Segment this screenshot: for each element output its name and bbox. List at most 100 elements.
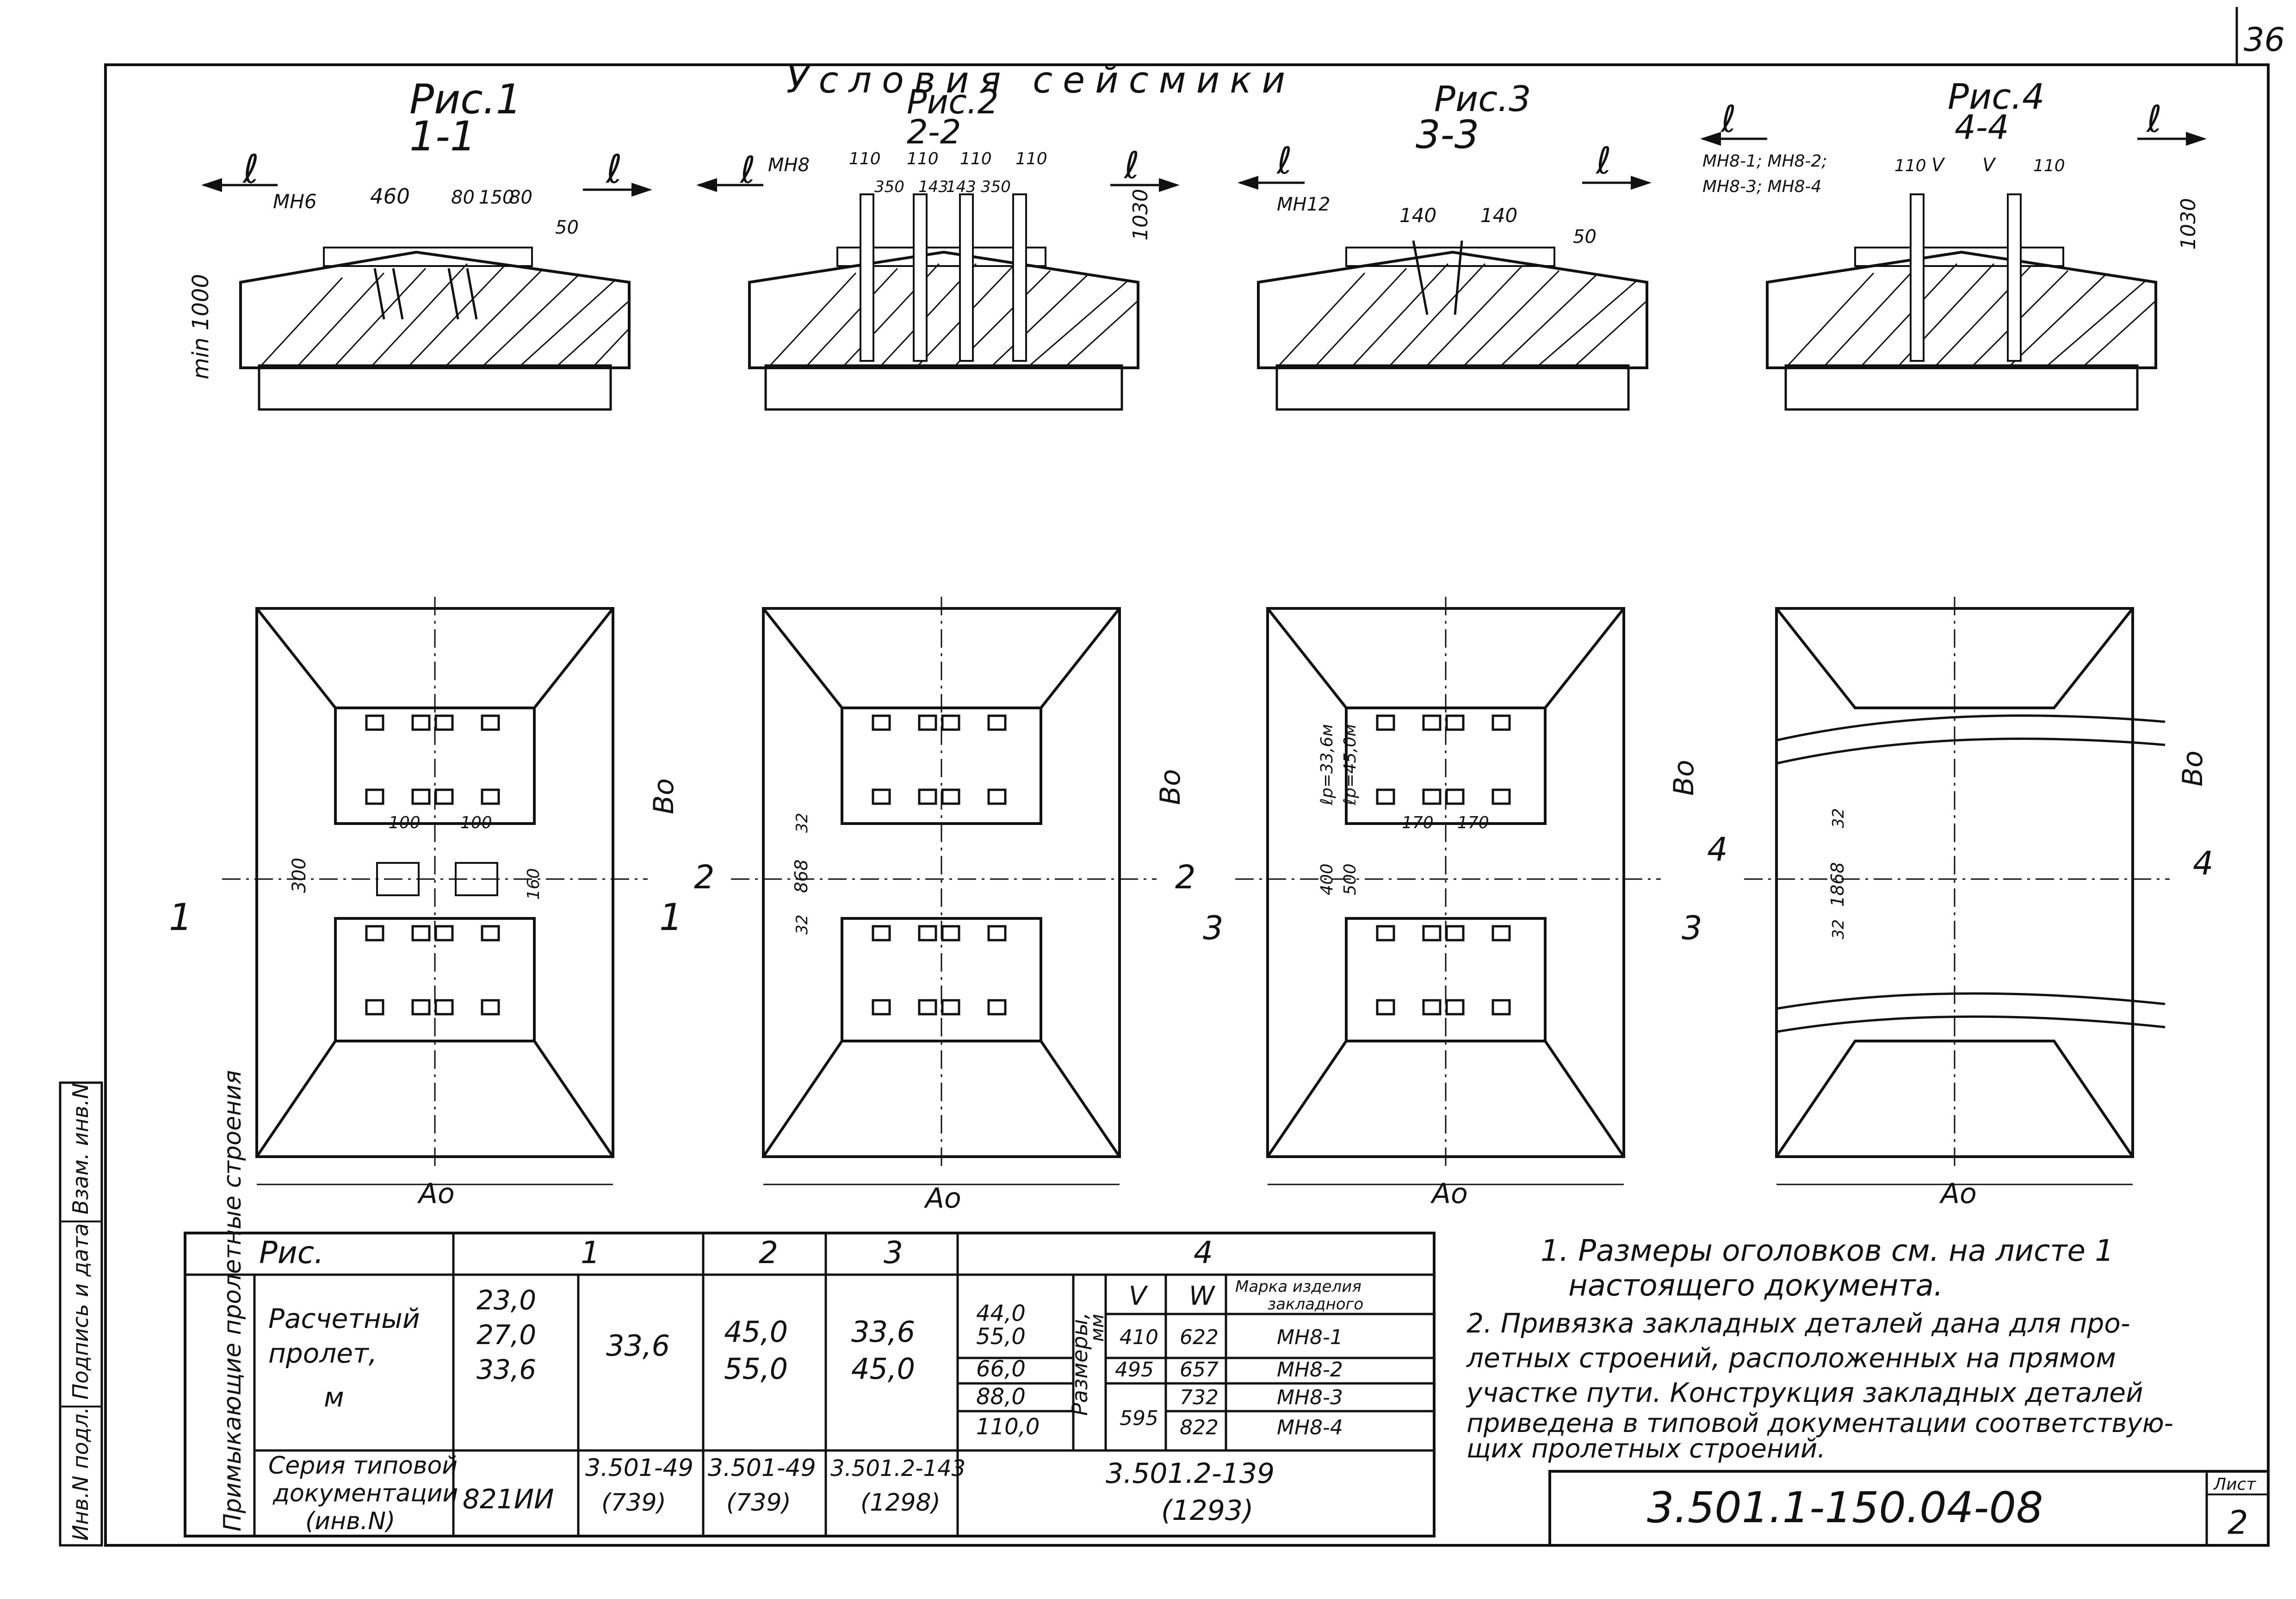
anchor-square [1491,925,1511,942]
plan2-cut-right: 2 [1175,858,1196,896]
anchor-square [1491,788,1511,805]
fig1-embed-rods [373,268,478,320]
plan2-dim-32b: 32 [793,915,811,935]
plan2-dim-868: 868 [791,859,811,893]
anchor-square [481,925,500,942]
doc-label-2: документации [272,1480,458,1507]
plan1-dim-100b: 100 [460,813,492,832]
doc-1a: 821ИИ [463,1483,554,1515]
figure-3: Рис.3 3-3 ℓ ℓ МН12 140 140 50 [1238,78,1652,411]
stamp-replaced-inv: Взам. инв.N [68,1083,93,1215]
anchor-square [1376,788,1395,805]
fig1-bearing-block [323,247,533,267]
plan4-dim-1868: 1868 [1827,862,1848,907]
fig1-embed-label: МН6 [273,190,317,213]
fig2-dim-143b: 143 [946,178,976,196]
fig1-right-arrowhead [631,183,652,197]
anchor-square [918,788,937,805]
fig1-span-3: 33,6 [477,1354,536,1385]
stamp-inv-orig: Инв.N подл. [68,1407,93,1541]
size-label-1: Размеры, [1067,1312,1092,1416]
fig4-footing [1784,364,2139,411]
fig4-title: Рис.4 [1948,76,2045,117]
anchor-square [987,788,1007,805]
doc-2-series: 3.501-49 [708,1454,816,1482]
anchor-square [481,788,500,805]
mark-header-1: Марка изделия [1235,1277,1362,1296]
anchor-square [365,714,384,731]
fig1-span-2: 27,0 [477,1319,536,1351]
fig4-section: 4-4 [1955,108,2009,147]
plan2-lower-block [841,917,1042,1042]
fig4-dim-110a: 110 [1894,156,1926,175]
table-span-label-1: Расчетный [268,1303,420,1334]
fig1-right-arrow-label: ℓ [605,147,622,192]
anchor-square [918,714,937,731]
anchor-square [411,714,431,731]
fig1-dim-460: 460 [370,184,410,209]
anchor-square [918,999,937,1016]
plan1-dim-300: 300 [289,858,310,893]
fig3-hatching [1276,263,1648,369]
anchor-square [1376,999,1395,1016]
anchor-square [411,925,431,942]
anchor-square [1445,999,1465,1016]
fig3-dim-50: 50 [1573,226,1597,248]
sheet-label: Лист [2213,1475,2256,1494]
note-line-6: приведена в типовой документации соответ… [1467,1408,2173,1438]
fig4-right-arrowhead [2186,132,2207,146]
v-value-3: 595 [1120,1407,1158,1430]
fig1-dim-80b: 80 [509,187,532,208]
plan3-cut-right: 3 [1682,909,1702,947]
fig4-bearing-block [1854,247,2064,267]
plan1-dim-100a: 100 [389,813,421,832]
w-value-3: 732 [1180,1386,1219,1409]
fig4-span-4: 88,0 [976,1384,1026,1410]
notes: 1. Размеры оголовков см. на листе 1 наст… [1466,1234,2173,1464]
mark-header-2: закладного [1268,1295,1363,1314]
fig3-left-arrow-label: ℓ [1276,139,1292,182]
fig3-bearing-block [1345,247,1555,267]
fig4-span-3: 66,0 [976,1356,1026,1382]
anchor-square [1445,788,1465,805]
fig1-dim-50: 50 [555,217,579,238]
fig4-hatching [1785,263,2157,369]
note-line-4: летных строений, расположенных на прямом [1466,1342,2116,1374]
plan1-height-label: Во [648,778,680,814]
fig2-anchor-bars [860,193,1027,362]
fig3-span-2: 45,0 [851,1352,915,1386]
note-line-2: настоящего документа. [1568,1269,1943,1303]
side-stamp: Инв.N подл. Подпись и дата Взам. инв.N [59,1081,103,1547]
doc-label-1: Серия типовой [268,1452,458,1480]
w-header: W [1189,1281,1216,1311]
anchor-square [941,714,960,731]
fig4-dim-Vb: V [1982,155,1996,176]
plan4-dim-32b: 32 [1829,919,1848,939]
anchor-square [411,999,431,1016]
anchor-square [872,714,891,731]
fig2-right-arrowhead [1159,178,1180,192]
size-label-2: мм [1087,1314,1108,1342]
anchor-square [872,999,891,1016]
plan3-dim-400: 400 [1318,863,1337,895]
fig3-footing [1275,364,1630,411]
fig1-span-b: 33,6 [606,1329,670,1363]
fig2-title: Рис.2 [907,82,999,121]
sheet-frame [104,63,2270,1547]
fig4-anchor-bars [1910,193,2022,362]
plan2-height-label: Во [1154,769,1187,805]
figure-4: Рис.4 4-4 ℓ ℓ МН8-1; МН8-2; МН8-3; МН8-4… [1700,76,2207,411]
fig2-span-1: 45,0 [724,1315,788,1349]
fig1-left-arrowhead [201,178,222,192]
plan4-break-upper [1776,714,2166,765]
anchor-square [481,999,500,1016]
plan1-lower-block [334,917,536,1042]
plan2-cut-left: 2 [694,858,715,896]
fig1-title: Рис.1 [409,75,522,123]
fig1-span-1: 23,0 [477,1284,536,1316]
plan4-cut-right: 4 [2193,844,2214,882]
note-line-1: 1. Размеры оголовков см. на листе 1 [1541,1234,2114,1268]
w-value-1: 622 [1180,1326,1219,1349]
anchor-square [481,714,500,731]
note-line-3: 2. Привязка закладных деталей дана для п… [1467,1308,2130,1339]
